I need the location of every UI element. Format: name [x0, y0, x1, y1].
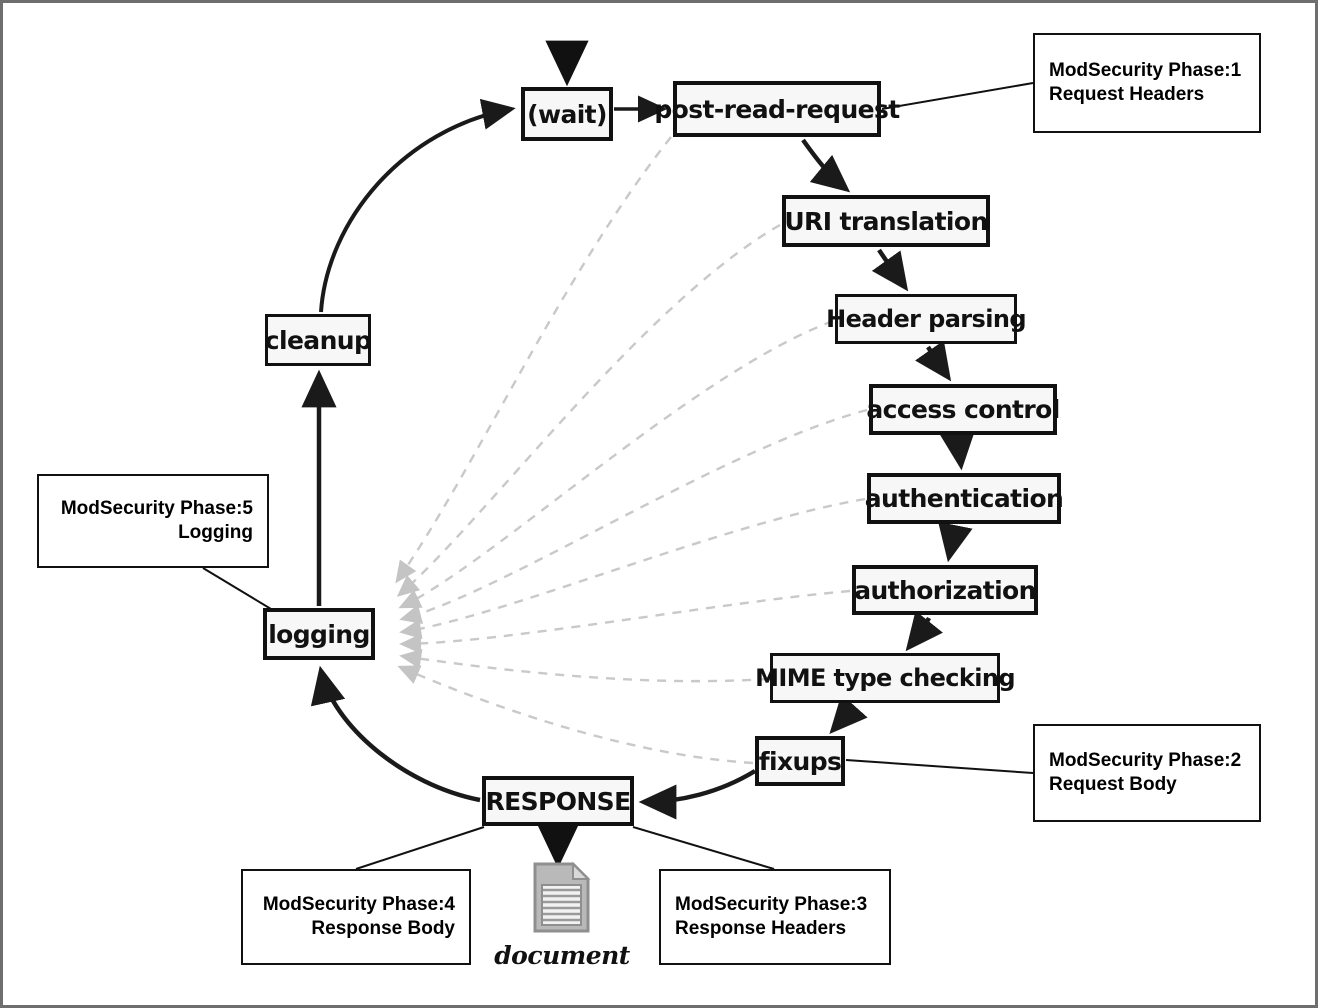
node-fixups-label: fixups	[758, 746, 842, 776]
dashed-edge-access-to-logging	[399, 408, 868, 624]
node-authentication[interactable]: authentication	[864, 473, 1064, 524]
edge-post-read-to-uri	[801, 138, 851, 193]
dashed-edge-mime-to-logging	[399, 648, 769, 683]
node-uri-translation[interactable]: URI translation	[782, 195, 990, 247]
document-icon	[533, 861, 591, 933]
leader-phase4-to-response	[355, 826, 485, 870]
document-output: document	[494, 861, 630, 970]
edge-mime-to-fixups	[829, 694, 868, 735]
edge-cleanup-to-wait	[319, 98, 516, 313]
node-mime-type-checking-label: MIME type checking	[755, 664, 1015, 692]
callout-phase-3-line-2: Response Headers	[675, 918, 847, 939]
callout-modsecurity-phase-5: ModSecurity Phase:5 Logging	[37, 474, 269, 568]
node-post-read-request[interactable]: post-read-request	[654, 81, 900, 137]
edge-authz-to-mime	[905, 610, 943, 652]
callout-phase-1-line-2: Request Headers	[1049, 84, 1205, 105]
node-cleanup-label: cleanup	[264, 325, 372, 355]
node-wait-label: (wait)	[527, 99, 607, 129]
node-response[interactable]: RESPONSE	[482, 776, 634, 826]
edge-header-to-access	[915, 340, 952, 382]
callout-phase-2-line-1: ModSecurity Phase:2	[1049, 750, 1242, 772]
leader-phase5-to-logging	[202, 567, 272, 610]
leader-phase3-to-response	[632, 826, 775, 870]
dashed-edge-authz-to-logging	[399, 589, 851, 654]
dashed-edge-uri-to-logging	[396, 223, 781, 597]
node-access-control-label: access control	[866, 395, 1060, 424]
callout-modsecurity-phase-1: ModSecurity Phase:1 Request Headers	[1033, 33, 1261, 133]
callout-modsecurity-phase-3: ModSecurity Phase:3 Response Headers	[659, 869, 891, 965]
node-response-label: RESPONSE	[485, 786, 631, 816]
node-mime-type-checking[interactable]: MIME type checking	[755, 653, 1016, 703]
dashed-edge-header-to-logging	[398, 319, 834, 609]
leader-phase1-to-post-read	[881, 82, 1034, 110]
node-wait[interactable]: (wait)	[521, 87, 613, 141]
callout-phase-3-line-1: ModSecurity Phase:3	[675, 894, 868, 916]
edge-response-to-logging	[310, 665, 481, 803]
callout-phase-4-line-1: ModSecurity Phase:4	[262, 894, 455, 916]
callout-phase-2-line-2: Request Body	[1049, 774, 1177, 795]
document-label: document	[494, 941, 630, 970]
edge-fixups-to-response	[638, 769, 757, 820]
node-cleanup[interactable]: cleanup	[264, 314, 372, 366]
node-header-parsing[interactable]: Header parsing	[826, 294, 1027, 344]
dashed-edge-fixups-to-logging	[397, 665, 754, 765]
callout-phase-1-line-1: ModSecurity Phase:1	[1049, 60, 1242, 82]
node-logging[interactable]: logging	[263, 608, 375, 660]
node-access-control[interactable]: access control	[866, 384, 1060, 435]
callout-phase-5-line-1: ModSecurity Phase:5	[60, 498, 253, 520]
dashed-edge-authn-to-logging	[399, 497, 866, 640]
edge-access-to-authn	[939, 430, 975, 471]
solid-flow-edges	[301, 40, 975, 869]
leader-phase2-to-fixups	[845, 759, 1034, 774]
edge-uri-to-header	[871, 248, 909, 292]
edge-authn-to-authz	[938, 521, 973, 563]
node-authorization-label: authorization	[854, 575, 1036, 605]
node-authorization[interactable]: authorization	[852, 565, 1038, 615]
callout-modsecurity-phase-2: ModSecurity Phase:2 Request Body	[1033, 724, 1261, 822]
node-header-parsing-label: Header parsing	[826, 305, 1026, 333]
node-logging-label: logging	[268, 619, 370, 649]
callout-phase-5-line-2: Logging	[178, 522, 253, 543]
callout-modsecurity-phase-4: ModSecurity Phase:4 Response Body	[241, 869, 471, 965]
callout-phase-4-line-2: Response Body	[311, 918, 455, 939]
dashed-edge-post-read-to-logging	[395, 136, 672, 584]
node-fixups[interactable]: fixups	[755, 736, 845, 786]
node-post-read-request-label: post-read-request	[654, 94, 900, 124]
node-uri-translation-label: URI translation	[784, 206, 988, 236]
node-authentication-label: authentication	[864, 484, 1064, 513]
